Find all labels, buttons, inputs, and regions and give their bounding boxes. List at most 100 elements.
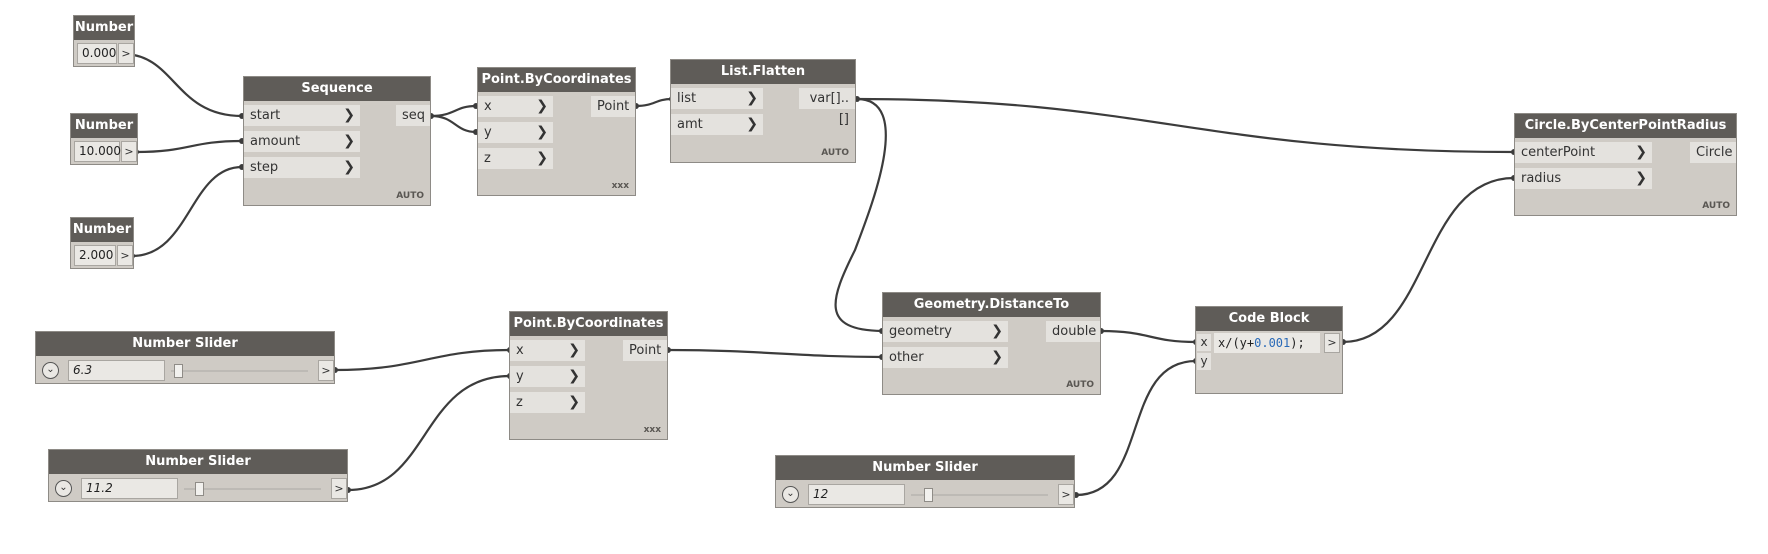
number-value-input[interactable]: 0.000 bbox=[77, 43, 117, 64]
input-port-amt[interactable]: amt❯ bbox=[671, 114, 763, 135]
lacing-label: AUTO bbox=[1702, 201, 1730, 211]
chevron-right-icon: ❯ bbox=[1635, 144, 1647, 160]
slider-value-input[interactable]: 11.2 bbox=[81, 478, 178, 499]
lacing-label: xxx bbox=[611, 181, 629, 191]
wire-flatten-centerpoint bbox=[856, 97, 1515, 154]
number-node-1[interactable]: Number 0.000 > bbox=[73, 15, 135, 67]
chevron-right-icon: ❯ bbox=[536, 124, 548, 140]
node-title: Point.ByCoordinates bbox=[478, 68, 635, 92]
node-title: Number Slider bbox=[776, 456, 1074, 480]
output-port[interactable]: > bbox=[118, 43, 134, 64]
lacing-label: AUTO bbox=[1066, 380, 1094, 390]
chevron-right-icon: ❯ bbox=[1635, 170, 1647, 186]
node-title: Sequence bbox=[244, 77, 430, 101]
node-title: List.Flatten bbox=[671, 60, 855, 84]
input-port-y[interactable]: y❯ bbox=[510, 366, 585, 387]
wire-number1-start bbox=[122, 52, 243, 118]
circle-by-center-point-radius-node[interactable]: Circle.ByCenterPointRadius centerPoint❯ … bbox=[1514, 113, 1737, 216]
slider-value-input[interactable]: 12 bbox=[808, 484, 905, 505]
number-slider-node-1[interactable]: Number Slider ⌄ 6.3 > bbox=[35, 331, 335, 384]
slider-thumb[interactable] bbox=[174, 364, 183, 378]
number-slider-node-3[interactable]: Number Slider ⌄ 12 > bbox=[775, 455, 1075, 508]
output-port-seq[interactable]: seq bbox=[396, 105, 430, 126]
node-title: Number bbox=[71, 114, 137, 138]
input-port-other[interactable]: other❯ bbox=[883, 347, 1008, 368]
input-port-z[interactable]: z❯ bbox=[478, 148, 553, 169]
number-slider-node-2[interactable]: Number Slider ⌄ 11.2 > bbox=[48, 449, 348, 502]
lacing-label: xxx bbox=[643, 425, 661, 435]
input-port-x[interactable]: x❯ bbox=[478, 96, 553, 117]
node-title: Number bbox=[74, 16, 134, 40]
output-port[interactable]: > bbox=[331, 478, 347, 499]
chevron-down-icon[interactable]: ⌄ bbox=[42, 362, 59, 379]
point-by-coordinates-node-1[interactable]: Point.ByCoordinates x❯ y❯ z❯ Point xxx bbox=[477, 67, 636, 196]
input-port-y[interactable]: y❯ bbox=[478, 122, 553, 143]
wire-point1-list bbox=[635, 97, 673, 108]
list-flatten-node[interactable]: List.Flatten list❯ amt❯ var[]..[] AUTO bbox=[670, 59, 856, 163]
input-port-y[interactable]: y bbox=[1197, 353, 1211, 370]
slider-thumb[interactable] bbox=[924, 488, 933, 502]
chevron-right-icon: ❯ bbox=[568, 342, 580, 358]
input-port-amount[interactable]: amount❯ bbox=[244, 131, 360, 152]
output-port-point[interactable]: Point bbox=[623, 340, 667, 361]
wire-number3-step bbox=[131, 165, 243, 258]
code-editor[interactable]: x/(y+0.001); bbox=[1214, 333, 1320, 353]
node-title: Number Slider bbox=[36, 332, 334, 356]
input-port-step[interactable]: step❯ bbox=[244, 157, 360, 178]
input-port-geometry[interactable]: geometry❯ bbox=[883, 321, 1008, 342]
code-text-b: ); bbox=[1290, 336, 1305, 350]
lacing-label: AUTO bbox=[396, 191, 424, 201]
chevron-right-icon: ❯ bbox=[746, 90, 758, 106]
chevron-right-icon: ❯ bbox=[536, 98, 548, 114]
code-block-node[interactable]: Code Block x y x/(y+0.001); > bbox=[1195, 306, 1343, 394]
input-port-radius[interactable]: radius❯ bbox=[1515, 168, 1652, 189]
output-port[interactable]: > bbox=[318, 360, 334, 381]
slider-thumb[interactable] bbox=[195, 482, 204, 496]
output-port-circle[interactable]: Circle bbox=[1690, 142, 1736, 163]
slider-track[interactable] bbox=[911, 494, 1048, 496]
node-title: Point.ByCoordinates bbox=[510, 312, 667, 336]
number-node-3[interactable]: Number 2.000 > bbox=[70, 217, 134, 269]
wire-slider3-y bbox=[1075, 359, 1197, 497]
slider-track[interactable] bbox=[184, 488, 321, 490]
chevron-right-icon: ❯ bbox=[991, 323, 1003, 339]
code-text-a: x/(y+ bbox=[1218, 336, 1255, 350]
number-value-input[interactable]: 2.000 bbox=[74, 245, 116, 266]
input-port-list[interactable]: list❯ bbox=[671, 88, 763, 109]
input-port-centerpoint[interactable]: centerPoint❯ bbox=[1515, 142, 1652, 163]
output-port-double[interactable]: double bbox=[1046, 321, 1100, 342]
output-port[interactable]: > bbox=[117, 245, 133, 266]
geometry-distance-to-node[interactable]: Geometry.DistanceTo geometry❯ other❯ dou… bbox=[882, 292, 1101, 395]
code-number-literal: 0.001 bbox=[1254, 336, 1291, 350]
wire-distance-x bbox=[1100, 329, 1197, 344]
sequence-node[interactable]: Sequence start❯ amount❯ step❯ seq AUTO bbox=[243, 76, 431, 206]
slider-value-input[interactable]: 6.3 bbox=[68, 360, 165, 381]
chevron-down-icon[interactable]: ⌄ bbox=[55, 480, 72, 497]
output-port[interactable]: > bbox=[1324, 333, 1340, 353]
node-title: Number Slider bbox=[49, 450, 347, 474]
wire-slider1-x bbox=[334, 348, 511, 372]
chevron-down-icon[interactable]: ⌄ bbox=[782, 486, 799, 503]
output-port-var[interactable]: var[]..[] bbox=[799, 88, 855, 127]
wire-seq-x bbox=[430, 104, 477, 118]
output-port-point[interactable]: Point bbox=[591, 96, 635, 117]
input-port-z[interactable]: z❯ bbox=[510, 392, 585, 413]
output-port[interactable]: > bbox=[121, 141, 137, 162]
input-port-start[interactable]: start❯ bbox=[244, 105, 360, 126]
slider-track[interactable] bbox=[171, 370, 308, 372]
input-port-x[interactable]: x bbox=[1197, 334, 1211, 351]
node-title: Number bbox=[71, 218, 133, 242]
point-by-coordinates-node-2[interactable]: Point.ByCoordinates x❯ y❯ z❯ Point xxx bbox=[509, 311, 668, 440]
node-title: Circle.ByCenterPointRadius bbox=[1515, 114, 1736, 138]
chevron-right-icon: ❯ bbox=[343, 159, 355, 175]
wire-seq-y bbox=[430, 114, 477, 134]
chevron-right-icon: ❯ bbox=[568, 394, 580, 410]
chevron-right-icon: ❯ bbox=[343, 133, 355, 149]
wire-point2-other bbox=[667, 348, 883, 359]
node-title: Geometry.DistanceTo bbox=[883, 293, 1100, 317]
number-value-input[interactable]: 10.000 bbox=[74, 141, 121, 162]
output-port[interactable]: > bbox=[1058, 484, 1074, 505]
chevron-right-icon: ❯ bbox=[991, 349, 1003, 365]
input-port-x[interactable]: x❯ bbox=[510, 340, 585, 361]
number-node-2[interactable]: Number 10.000 > bbox=[70, 113, 138, 165]
